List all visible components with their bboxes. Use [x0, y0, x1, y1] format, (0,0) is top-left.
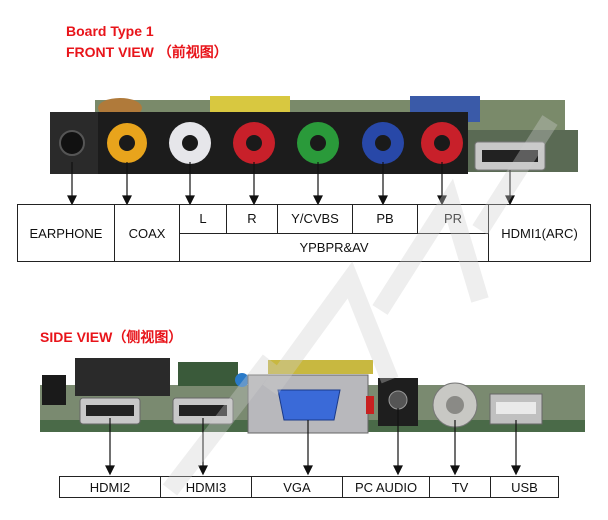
side-blue-capacitor	[235, 373, 249, 387]
side-left-connector	[42, 375, 66, 405]
label-hdmi3: HDMI3	[160, 476, 252, 498]
label-usb: USB	[490, 476, 559, 498]
board-type-title: Board Type 1	[66, 23, 154, 39]
label-vga: VGA	[251, 476, 343, 498]
front-arrows	[67, 162, 515, 206]
rca-housing	[98, 112, 468, 174]
label-coax: COAX	[114, 204, 180, 262]
label-tv: TV	[429, 476, 491, 498]
label-ypbpr-av: YPBPR&AV	[179, 232, 489, 262]
side-port-table: HDMI2 HDMI3 VGA PC AUDIO TV USB	[59, 476, 559, 498]
label-r: R	[226, 204, 278, 234]
side-red-component	[366, 396, 374, 414]
vga-port	[277, 389, 341, 421]
hdmi2-port-slot	[86, 405, 134, 416]
label-l: L	[179, 204, 227, 234]
side-view-title: SIDE VIEW（侧视图）	[40, 329, 183, 345]
front-port-table: EARPHONE COAX L R Y/CVBS PB PR HDMI1(ARC…	[17, 204, 591, 262]
rca-pb-jack	[362, 122, 404, 164]
label-hdmi1: HDMI1(ARC)	[488, 204, 591, 262]
label-y-cvbs: Y/CVBS	[277, 204, 353, 234]
side-yellow-component	[268, 360, 373, 374]
rca-l-jack	[169, 122, 211, 164]
hdmi3-port-slot	[179, 405, 227, 416]
front-capacitor-block	[210, 96, 290, 116]
hdmi1-port-slot	[482, 150, 538, 162]
usb-port-slot	[496, 402, 536, 414]
side-capacitors	[178, 362, 238, 386]
side-heatsink	[75, 358, 170, 396]
rca-r-jack	[233, 122, 275, 164]
label-pr: PR	[417, 204, 489, 234]
side-arrows	[105, 408, 521, 476]
tv-connector-center	[446, 396, 464, 414]
label-pb: PB	[352, 204, 418, 234]
earphone-jack	[59, 130, 85, 156]
pc-audio-jack	[388, 390, 408, 410]
coax-jack	[107, 123, 147, 163]
front-view-title: FRONT VIEW （前视图）	[66, 44, 228, 60]
rca-pr-jack	[421, 122, 463, 164]
label-pc-audio: PC AUDIO	[342, 476, 430, 498]
rca-y-jack	[297, 122, 339, 164]
label-earphone: EARPHONE	[17, 204, 115, 262]
label-hdmi2: HDMI2	[59, 476, 161, 498]
